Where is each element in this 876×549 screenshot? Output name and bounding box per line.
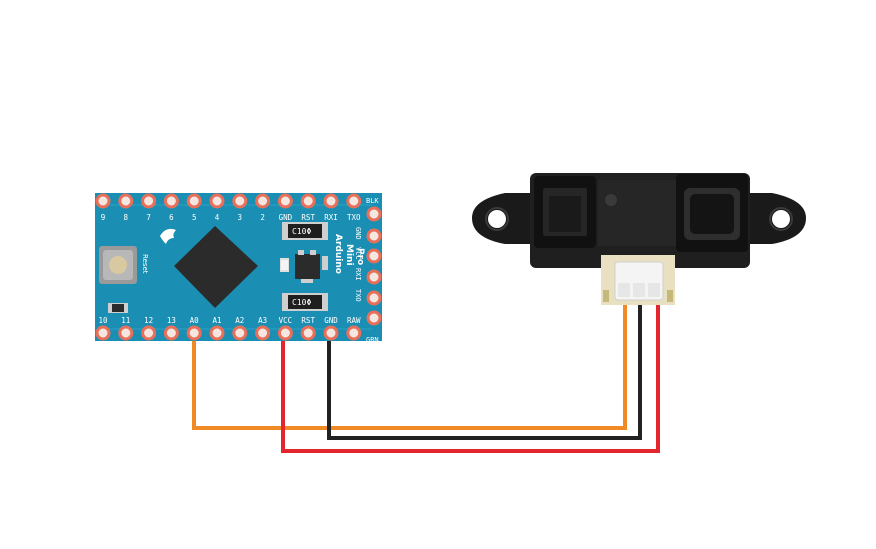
svg-text:C10Φ: C10Φ [292,227,311,236]
top-pin-pad [232,193,248,209]
corner-bottom-label: GRN [366,336,379,344]
side-pin-label: VCC [354,247,362,260]
bottom-pin-labels: 10 11 12 13 A0 A1 A2 A3 VCC RST GND RAW [98,316,361,325]
side-pin-label: TXO [354,289,362,302]
bottom-pin-pad [95,325,111,341]
bottom-pin-label: A1 [212,316,221,325]
bottom-pin-label: 11 [121,316,130,325]
top-pin-label: TXO [347,213,361,222]
side-pin-pad [366,269,382,285]
top-pin-label: 6 [169,213,174,222]
bottom-pin-pad [255,325,271,341]
top-pin-pad [186,193,202,209]
bottom-pin-label: 13 [167,316,176,325]
regulator [295,254,320,279]
corner-top-label: BLK [366,197,379,205]
board-name-line-3: Pro [355,248,365,265]
side-pin-pad [366,290,382,306]
mount-hole-right [772,210,790,228]
top-pin-pad [323,193,339,209]
logo-icon [160,228,176,244]
top-pin-pad [277,193,293,209]
side-pin-labels: GND VCC RXI TXO [354,227,362,302]
wire-a0-orange [192,305,627,430]
top-pin-pad [118,193,134,209]
bottom-pin-pad [323,325,339,341]
bottom-pin-pad [186,325,202,341]
bottom-pin-label: A3 [258,316,267,325]
side-pin-label: RXI [354,268,362,281]
reset-label: Reset [141,254,149,274]
bottom-pin-pad [232,325,248,341]
top-pin-row [95,193,362,209]
bottom-pin-label: A2 [235,316,244,325]
top-pin-label: GND [279,213,293,222]
capacitor-1: C10Φ [282,222,328,240]
side-pin-pad [366,248,382,264]
mcu-chip [174,226,258,308]
bottom-pin-pad [118,325,134,341]
corner-pin-pad [366,310,382,326]
bottom-pin-pad [277,325,293,341]
top-pin-pad [163,193,179,209]
top-pin-label: RST [301,213,315,222]
reset-button [99,246,137,284]
bottom-pin-row [95,325,362,341]
top-pin-pad [141,193,157,209]
top-pin-label: 3 [238,213,243,222]
top-pin-label: 4 [215,213,220,222]
top-pin-label: 2 [260,213,265,222]
bottom-pin-pad [141,325,157,341]
top-pin-label: 9 [101,213,106,222]
capacitor-2: C10Φ [282,293,328,311]
bottom-pin-label: VCC [279,316,293,325]
bottom-pin-label: A0 [190,316,200,325]
board-name-line-2: Mini [344,244,354,266]
svg-text:C10Φ: C10Φ [292,298,311,307]
top-pin-label: RXI [324,213,338,222]
wire-vcc-red [281,305,660,453]
top-pin-labels: 9 8 7 6 5 4 3 2 GND RST RXI TXO [101,213,361,222]
wires [192,305,660,453]
wire-gnd-black [327,305,642,440]
bottom-pin-pad [163,325,179,341]
top-pin-label: 5 [192,213,197,222]
mount-hole-left [488,210,506,228]
top-pin-label: 7 [146,213,151,222]
top-pin-pad [346,193,362,209]
bottom-pin-label: RAW [347,316,361,325]
bottom-pin-pad [346,325,362,341]
bottom-pin-label: 10 [98,316,108,325]
top-pin-pad [95,193,111,209]
ir-distance-sensor [472,173,806,305]
side-pin-column [366,206,382,326]
bottom-pin-label: RST [301,316,315,325]
bottom-pin-pad [209,325,225,341]
side-pin-label: GND [354,227,362,240]
bottom-pin-pad [300,325,316,341]
top-pin-pad [255,193,271,209]
bottom-pin-label: 12 [144,316,153,325]
top-pin-label: 8 [124,213,129,222]
top-pin-pad [300,193,316,209]
board-name-line-1: Arduino [333,234,343,274]
top-pin-pad [209,193,225,209]
corner-pin-pad [366,206,382,222]
bottom-pin-label: GND [324,316,338,325]
side-pin-pad [366,228,382,244]
